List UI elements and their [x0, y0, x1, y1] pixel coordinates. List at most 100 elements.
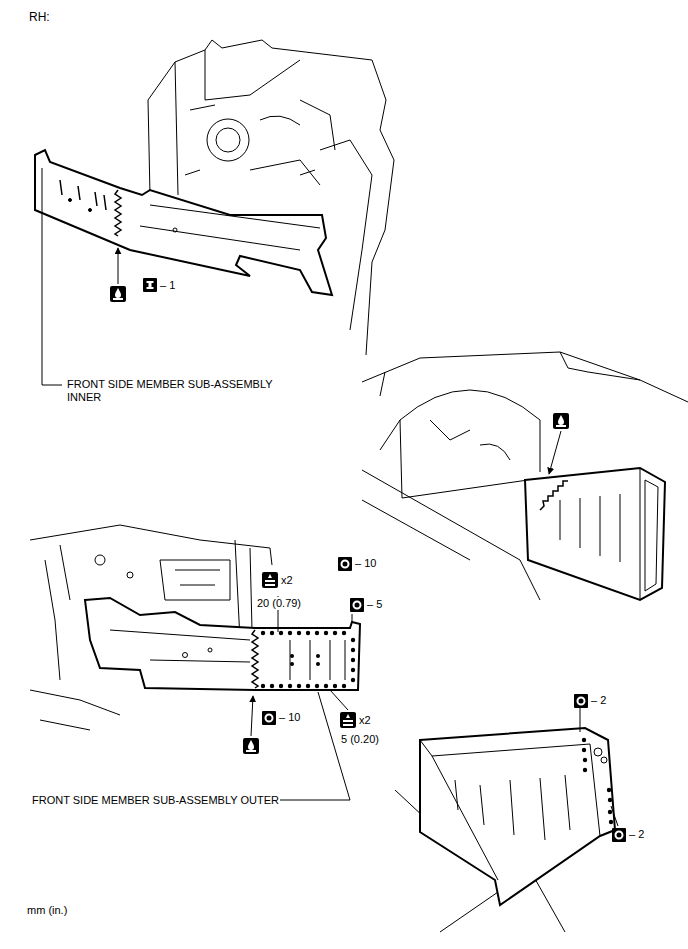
- weld-dots: [608, 798, 612, 802]
- inner-member-figure: [35, 40, 394, 385]
- spot-weld-symbol: [350, 598, 364, 612]
- outer-member-figure: [95, 555, 105, 565]
- leader-line: [280, 692, 350, 800]
- pointer-arrow: [251, 696, 253, 736]
- spot-weld-symbol: [612, 828, 626, 842]
- sealer-symbol: [243, 738, 259, 754]
- member-front-figure: [594, 748, 602, 756]
- callout-number: – 10: [354, 557, 377, 570]
- inner-member-figure: [148, 40, 394, 355]
- weld-dots: [316, 662, 320, 666]
- callout-number: – 1: [159, 279, 176, 292]
- weld-dots: [351, 658, 355, 662]
- sealer-symbol: [553, 413, 569, 429]
- unit-note: mm (in.): [26, 904, 68, 917]
- inner-member-figure: [185, 170, 315, 175]
- callout-number: – 5: [366, 598, 383, 611]
- inner-member-figure: [140, 205, 320, 250]
- outer-member-figure: [30, 525, 360, 800]
- plug-weld-symbol: [262, 572, 278, 588]
- member-end-figure: [362, 352, 688, 600]
- member-end-figure: [430, 420, 510, 460]
- inner-member-figure: [115, 190, 121, 236]
- inner-member-figure: [69, 199, 72, 202]
- member-end-figure: [525, 468, 665, 600]
- outer-member-figure: [208, 648, 212, 652]
- count-mark: x2: [280, 574, 294, 587]
- part-name: FRONT SIDE MEMBER SUB-ASSEMBLY OUTER: [31, 794, 280, 807]
- weld-dots: [607, 788, 611, 792]
- weld-dots: [324, 631, 328, 635]
- weld-dots: [279, 631, 283, 635]
- outer-member-figure: [45, 545, 70, 680]
- weld-dots: [583, 758, 587, 762]
- outer-member-figure: [160, 560, 230, 600]
- inner-member-figure: [173, 228, 177, 232]
- inner-member-figure: [300, 100, 335, 150]
- weld-dots: [582, 738, 586, 742]
- outer-member-figure: [110, 630, 250, 662]
- replace-symbol: [143, 278, 157, 292]
- weld-dots: [582, 748, 586, 752]
- weld-dots: [270, 684, 274, 688]
- member-end-figure: [560, 494, 620, 562]
- weld-dots: [342, 684, 346, 688]
- inner-member-figure: [207, 119, 249, 161]
- member-end-figure: [362, 470, 540, 600]
- weld-dots: [315, 684, 319, 688]
- dimension: 5 (0.20): [340, 733, 380, 746]
- pointer-arrow: [549, 431, 561, 474]
- outer-member-figure: [183, 653, 188, 658]
- inner-member-figure: [320, 140, 372, 330]
- weld-dots: [297, 684, 301, 688]
- sealer-symbol: [110, 286, 126, 302]
- spot-weld-symbol: [338, 557, 352, 571]
- weld-dots: [351, 648, 355, 652]
- member-end-figure: [362, 352, 688, 402]
- inner-member-figure: [175, 50, 300, 195]
- weld-dots: [261, 631, 355, 688]
- weld-dots: [261, 631, 265, 635]
- inner-member-figure: [35, 150, 332, 295]
- weld-dots: [324, 684, 328, 688]
- inner-member-figure: [60, 180, 106, 210]
- weld-dots: [351, 638, 355, 642]
- plug-weld-symbol: [340, 712, 356, 728]
- leader-line: [278, 596, 352, 710]
- outer-member-figure: [252, 630, 258, 688]
- member-end-figure: [540, 481, 568, 510]
- weld-dots: [261, 684, 265, 688]
- pointer-arrow: [118, 248, 119, 284]
- weld-dots: [315, 631, 319, 635]
- weld-dots: [290, 662, 294, 666]
- weld-dots: [306, 631, 310, 635]
- outer-member-figure: [30, 690, 120, 730]
- member-end-figure: [560, 352, 640, 380]
- member-front-figure: [420, 740, 600, 880]
- member-front-figure: [455, 775, 570, 840]
- count-mark: x2: [358, 714, 372, 727]
- member-end-figure: [380, 420, 528, 498]
- weld-dots: [351, 678, 355, 682]
- weld-dots: [608, 810, 612, 814]
- weld-dots: [288, 631, 292, 635]
- weld-dots: [297, 631, 301, 635]
- weld-dots: [270, 631, 274, 635]
- callout-number: – 2: [628, 828, 645, 841]
- view-heading: RH:: [28, 11, 51, 24]
- member-end-figure: [380, 372, 540, 472]
- outer-member-figure: [127, 572, 133, 578]
- leader-line: [580, 708, 618, 826]
- spot-weld-symbol: [574, 694, 588, 708]
- weld-dots: [609, 820, 613, 824]
- weld-dots: [279, 684, 283, 688]
- weld-dots: [333, 684, 337, 688]
- callout-number: – 2: [590, 694, 607, 707]
- inner-member-figure: [216, 128, 240, 152]
- dimension: 20 (0.79): [256, 597, 302, 610]
- member-front-figure: [420, 728, 615, 905]
- weld-dots: [582, 738, 613, 824]
- weld-dots: [583, 768, 587, 772]
